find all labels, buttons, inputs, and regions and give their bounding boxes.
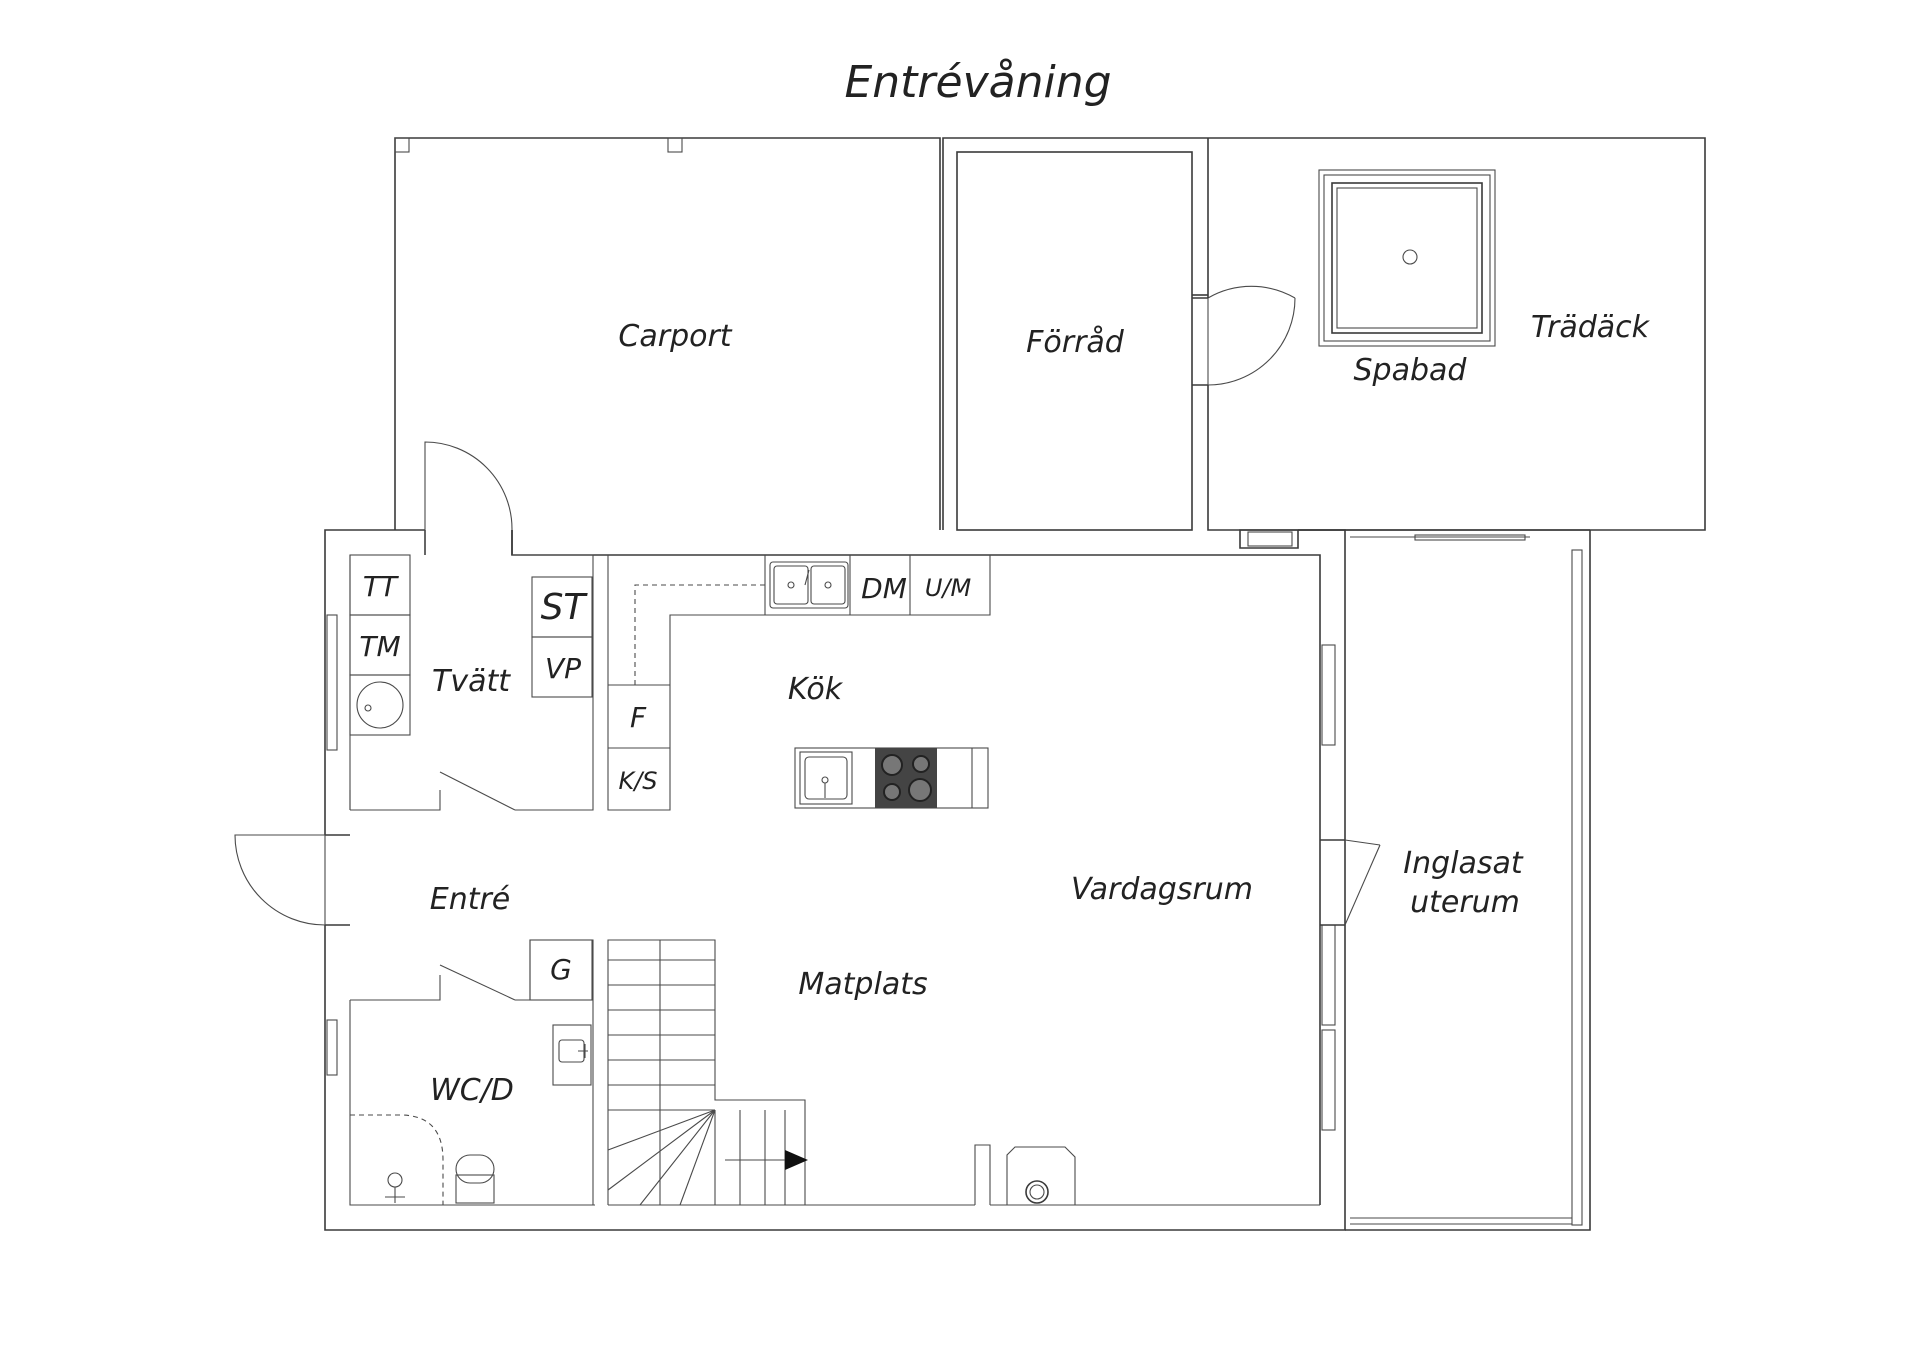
- room-label-forrad: Förråd: [1026, 325, 1125, 360]
- glazed-room: [1345, 529, 1591, 1231]
- room-label-kok: Kök: [788, 672, 844, 707]
- stove: [1006, 1146, 1076, 1205]
- room-label-uterum-line1: Inglasat: [1403, 846, 1524, 881]
- carport-area: [394, 137, 941, 530]
- plan-title: Entrévåning: [844, 57, 1111, 108]
- fixture-label-tt: TT: [363, 570, 399, 603]
- room-label-carport: Carport: [618, 319, 732, 354]
- fixture-label-ks: K/S: [618, 767, 657, 795]
- laundry-room: [349, 554, 594, 811]
- fixture-label-um: U/M: [925, 574, 972, 602]
- stair-arrow: [785, 1150, 808, 1170]
- room-label-wc: WC/D: [430, 1073, 514, 1108]
- wc-room: [350, 939, 594, 1205]
- carport-door: [424, 441, 513, 555]
- room-label-entre: Entré: [430, 882, 511, 917]
- entrance-door: [234, 834, 350, 926]
- room-label-uterum-line2: uterum: [1410, 885, 1520, 920]
- fixture-label-vp: VP: [545, 652, 581, 685]
- fixture-label-st: ST: [541, 587, 589, 628]
- windows-left: [326, 614, 338, 1076]
- fixture-label-tm: TM: [359, 630, 400, 663]
- windows-right: [1247, 531, 1381, 1131]
- spa-tub: [1318, 169, 1496, 347]
- fixture-label-dm: DM: [861, 572, 907, 605]
- storage-room: [942, 137, 1296, 531]
- deck-area: [1207, 137, 1706, 531]
- room-label-vardagsrum: Vardagsrum: [1071, 872, 1253, 907]
- room-label-spabad: Spabad: [1354, 353, 1468, 388]
- fixture-label-f: F: [630, 701, 647, 734]
- kitchen: [607, 555, 991, 811]
- fixture-label-g: G: [550, 953, 572, 986]
- staircase: [607, 939, 808, 1206]
- room-label-tradack: Trädäck: [1531, 310, 1651, 345]
- room-label-tvatt: Tvätt: [432, 664, 511, 699]
- room-label-matplats: Matplats: [798, 967, 927, 1002]
